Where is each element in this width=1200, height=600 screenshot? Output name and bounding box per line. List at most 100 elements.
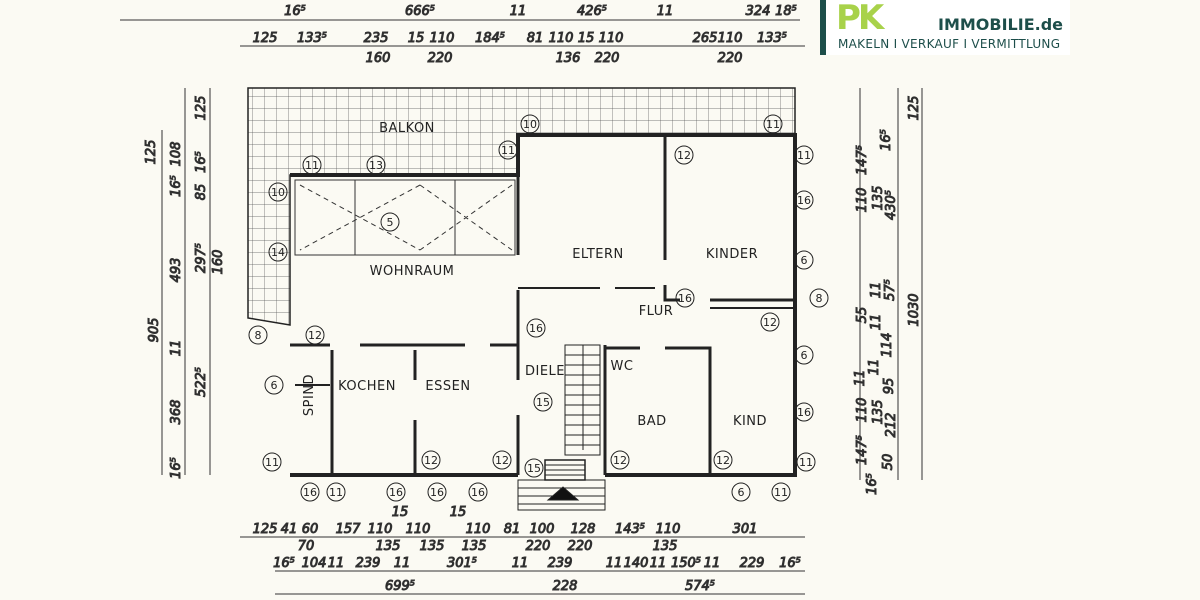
- marker-number: 12: [613, 454, 627, 467]
- marker-number: 15: [536, 396, 550, 409]
- marker-number: 12: [424, 454, 438, 467]
- dim-label: 110: [718, 31, 743, 46]
- dim-label: 81: [504, 522, 521, 537]
- dim-label: 135: [462, 539, 487, 554]
- room-label-wc: WC: [611, 359, 634, 374]
- marker-number: 16: [678, 292, 692, 305]
- dim-label: 11: [328, 556, 345, 571]
- dim-label: 15: [578, 31, 595, 46]
- marker-number: 6: [271, 379, 278, 392]
- marker-circle: [610, 450, 630, 470]
- dim-label: 212: [884, 413, 899, 438]
- marker-circle: [731, 482, 751, 502]
- dim-label: 220: [568, 539, 593, 554]
- marker-number: 12: [716, 454, 730, 467]
- dim-label: 135: [420, 539, 445, 554]
- dim-label: 108: [169, 142, 184, 167]
- dim-label: 239: [548, 556, 573, 571]
- marker-circle: [492, 450, 512, 470]
- marker-number: 12: [308, 329, 322, 342]
- marker-circle: [526, 318, 546, 338]
- dim-label: 11: [657, 4, 674, 19]
- marker-number: 5: [387, 216, 394, 229]
- room-label-eltern: ELTERN: [572, 247, 624, 262]
- marker-circle: [794, 190, 814, 210]
- marker-circle: [302, 155, 322, 175]
- dim-label: 16⁵: [194, 151, 209, 173]
- marker-number: 6: [801, 349, 808, 362]
- dim-label: 522⁵: [194, 367, 209, 397]
- marker-number: 11: [799, 456, 813, 469]
- marker-circle: [674, 145, 694, 165]
- dim-label: 493: [169, 258, 184, 283]
- dim-label: 160: [366, 51, 391, 66]
- dim-label: 220: [428, 51, 453, 66]
- marker-number: 16: [797, 406, 811, 419]
- dim-label: 16⁵: [284, 4, 306, 19]
- dim-label: 265: [693, 31, 718, 46]
- marker-circle: [713, 450, 733, 470]
- dim-label: 301⁵: [447, 556, 477, 571]
- dim-label: 301: [733, 522, 758, 537]
- marker-circle: [264, 375, 284, 395]
- dim-label: 324: [746, 4, 771, 19]
- marker-circle: [675, 288, 695, 308]
- marker-number: 11: [774, 486, 788, 499]
- marker-circle: [468, 482, 488, 502]
- marker-number: 16: [303, 486, 317, 499]
- marker-circle: [794, 345, 814, 365]
- dim-label: 110: [368, 522, 393, 537]
- marker-circle: [794, 402, 814, 422]
- dim-label: 16⁵: [779, 556, 801, 571]
- logo-mark: PK: [836, 0, 884, 38]
- dim-label: 11: [512, 556, 529, 571]
- dim-label: 16⁵: [169, 175, 184, 197]
- dim-label: 110: [656, 522, 681, 537]
- marker-circle: [268, 242, 288, 262]
- marker-number: 6: [801, 254, 808, 267]
- marker-number: 11: [265, 456, 279, 469]
- room-label-wohnraum: WOHNRAUM: [370, 264, 455, 279]
- dim-label: 55: [855, 307, 870, 324]
- dim-label: 1030: [907, 293, 922, 326]
- marker-circle: [524, 458, 544, 478]
- dim-label: 110: [406, 522, 431, 537]
- marker-number: 14: [271, 246, 285, 259]
- dim-label: 125: [194, 96, 209, 121]
- marker-number: 6: [738, 486, 745, 499]
- dim-label: 11: [704, 556, 721, 571]
- dim-label: 110: [466, 522, 491, 537]
- marker-number: 11: [797, 149, 811, 162]
- dim-label: 220: [595, 51, 620, 66]
- dim-label: 11: [606, 556, 623, 571]
- dim-label: 426⁵: [577, 4, 607, 19]
- marker-number: 13: [369, 159, 383, 172]
- dim-label: 150⁵: [671, 556, 701, 571]
- dim-label: 16⁵: [865, 473, 880, 495]
- marker-circle: [520, 114, 540, 134]
- marker-number: 16: [389, 486, 403, 499]
- marker-number: 11: [329, 486, 343, 499]
- marker-circle: [248, 325, 268, 345]
- dim-label: 41: [281, 522, 298, 537]
- dim-label: 125: [253, 522, 278, 537]
- dim-label: 239: [356, 556, 381, 571]
- logo-name: IMMOBILIE.de: [938, 15, 1064, 34]
- dim-label: 699⁵: [385, 579, 415, 594]
- dim-label: 11: [867, 359, 882, 376]
- marker-circle: [262, 452, 282, 472]
- dim-label: 133⁵: [297, 31, 327, 46]
- marker-number: 16: [529, 322, 543, 335]
- dim-label: 143⁵: [615, 522, 645, 537]
- staircase: [517, 344, 606, 511]
- dim-label: 15: [392, 505, 409, 520]
- dim-label: 135: [871, 400, 886, 425]
- dim-label: 157: [336, 522, 362, 537]
- dim-label: 220: [718, 51, 743, 66]
- dim-label: 125: [907, 96, 922, 121]
- dim-label: 135: [376, 539, 401, 554]
- marker-number: 8: [816, 292, 823, 305]
- dim-label: 60: [302, 522, 319, 537]
- dim-label: 18⁵: [775, 4, 797, 19]
